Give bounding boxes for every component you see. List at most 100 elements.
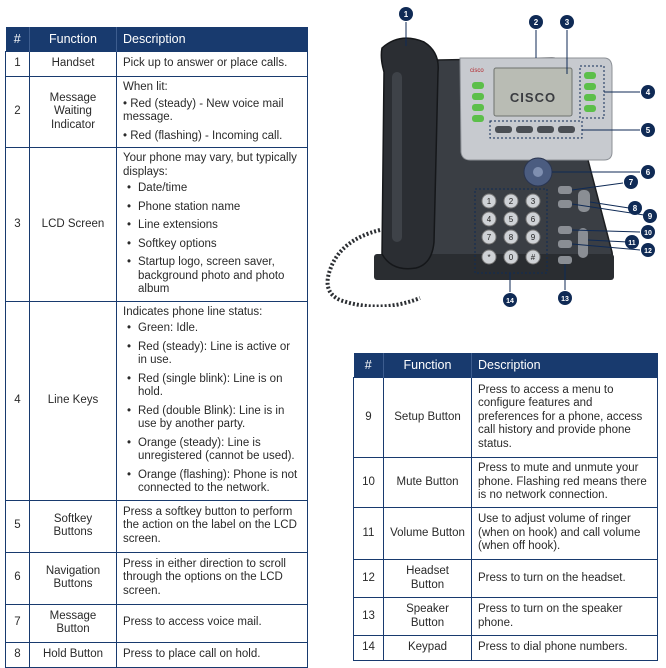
table-row: 5 Softkey Buttons Press a softkey button… — [5, 499, 308, 553]
callout-number: 1 — [404, 10, 409, 19]
table-row: 13 Speaker Button Press to turn on the s… — [353, 597, 658, 636]
row-description: Press to access voice mail. — [116, 603, 308, 643]
bullet-item: Date/time — [123, 182, 301, 196]
callout-14: 14 — [503, 293, 517, 307]
left-line-keys — [472, 82, 484, 122]
callout-number: 5 — [646, 126, 651, 135]
row-function: Message Waiting Indicator — [29, 76, 117, 148]
callout-11: 11 — [625, 235, 639, 249]
keypad-key-label: # — [531, 253, 536, 262]
callout-10: 10 — [641, 225, 655, 239]
table-row: 12 Headset Button Press to turn on the h… — [353, 559, 658, 598]
keypad-key-label: 7 — [487, 233, 492, 242]
header-description: Description — [471, 353, 658, 378]
row-description: Press to place call on hold. — [116, 641, 308, 668]
table-row: 1 Handset Pick up to answer or place cal… — [5, 51, 308, 77]
table-row: 8 Hold Button Press to place call on hol… — [5, 641, 308, 668]
bullet-item: Softkey options — [123, 238, 301, 252]
row-number: 2 — [5, 76, 30, 148]
callout-1: 1 — [399, 7, 413, 21]
header-function: Function — [29, 27, 117, 52]
keypad-key-label: 6 — [531, 215, 536, 224]
row-function: Handset — [29, 51, 117, 77]
keypad-key-label: 0 — [509, 253, 514, 262]
callout-lines — [405, 22, 645, 292]
callout-number: 9 — [648, 212, 653, 221]
callout-6: 6 — [641, 165, 655, 179]
row-function: Setup Button — [383, 377, 472, 458]
row-description: Indicates phone line status: Green: Idle… — [116, 300, 308, 501]
keypad-key: 3 — [525, 193, 541, 209]
callout-3: 3 — [560, 15, 574, 29]
table-header-row: # Function Description — [353, 353, 658, 378]
bullet-item: Startup logo, screen saver, background p… — [123, 256, 301, 297]
keypad-key: 6 — [525, 211, 541, 227]
callout-number: 7 — [629, 178, 634, 187]
callout-number: 6 — [646, 168, 651, 177]
table-header-row: # Function Description — [5, 27, 308, 52]
bullet-item: Red (steady): Line is active or in use. — [123, 341, 301, 368]
keypad-key: 1 — [481, 193, 497, 209]
row-description: Press to turn on the headset. — [471, 559, 658, 598]
row-number: 5 — [5, 499, 30, 553]
row-description: Press in either direction to scroll thro… — [116, 551, 308, 605]
callout-9: 9 — [643, 209, 657, 223]
keypad-key-label: * — [487, 253, 490, 262]
table-row: 3 LCD Screen Your phone may vary, but ty… — [5, 147, 308, 302]
row-number: 9 — [353, 377, 384, 458]
keypad-key: 0 — [503, 249, 519, 265]
brand-logo: cisco — [470, 68, 484, 74]
line-keys — [579, 65, 605, 119]
description-bullets: Green: Idle. Red (steady): Line is activ… — [123, 322, 301, 496]
header-number: # — [5, 27, 30, 52]
callout-5: 5 — [641, 123, 655, 137]
row-description: Press to access a menu to configure feat… — [471, 377, 658, 458]
bullet-item: Green: Idle. — [123, 322, 301, 336]
callout-number: 12 — [644, 248, 652, 255]
keypad-key: 8 — [503, 229, 519, 245]
row-number: 14 — [353, 635, 384, 661]
row-description: Press to turn on the speaker phone. — [471, 597, 658, 636]
description-intro: Indicates phone line status: — [123, 305, 263, 318]
callout-number: 8 — [633, 204, 638, 213]
keypad-key-label: 4 — [487, 215, 492, 224]
table-row: 2 Message Waiting Indicator When lit: • … — [5, 76, 308, 148]
callout-number: 3 — [565, 18, 570, 27]
row-number: 3 — [5, 147, 30, 302]
header-number: # — [353, 353, 384, 378]
row-function: Hold Button — [29, 641, 117, 668]
bullet-item: Orange (flashing): Phone is not connecte… — [123, 469, 301, 496]
callout-number: 2 — [534, 18, 539, 27]
row-description: When lit: • Red (steady) - New voice mai… — [116, 76, 308, 148]
row-description: Press to dial phone numbers. — [471, 635, 658, 661]
keypad-key-label: 1 — [487, 197, 492, 206]
table-row: 10 Mute Button Press to mute and unmute … — [353, 457, 658, 508]
row-function: Volume Button — [383, 507, 472, 560]
callout-number: 11 — [628, 240, 636, 247]
row-function: Keypad — [383, 635, 472, 661]
handset — [380, 37, 439, 270]
keypad-key-label: 5 — [509, 215, 514, 224]
keypad-key: 4 — [481, 211, 497, 227]
bullet-item: Line extensions — [123, 219, 301, 233]
lcd-logo: CISCO — [510, 90, 556, 105]
row-number: 11 — [353, 507, 384, 560]
keypad-key-label: 8 — [509, 233, 514, 242]
row-number: 4 — [5, 300, 30, 501]
table-row: 14 Keypad Press to dial phone numbers. — [353, 635, 658, 661]
bullet-item: Orange (steady): Line is unregistered (c… — [123, 437, 301, 464]
row-function: Headset Button — [383, 559, 472, 598]
header-function: Function — [383, 353, 472, 378]
callout-8: 8 — [628, 201, 642, 215]
description-intro: When lit: — [123, 81, 168, 93]
callout-number: 13 — [561, 296, 569, 303]
callout-number: 14 — [506, 298, 514, 305]
callout-2: 2 — [529, 15, 543, 29]
keypad-key: # — [525, 249, 541, 265]
keypad-key-label: 3 — [531, 197, 536, 206]
row-number: 10 — [353, 457, 384, 508]
bullet-item: Red (single blink): Line is on hold. — [123, 373, 301, 400]
row-function: Mute Button — [383, 457, 472, 508]
row-function: Navigation Buttons — [29, 551, 117, 605]
